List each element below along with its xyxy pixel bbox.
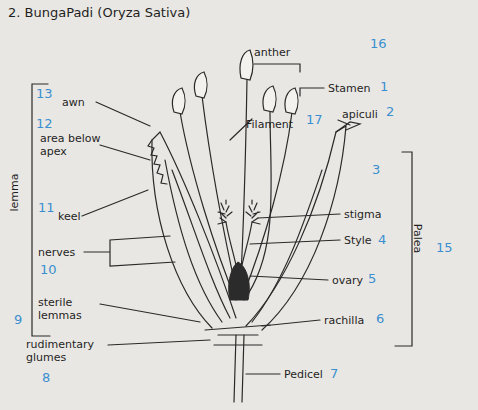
part-name: apiculi bbox=[342, 108, 378, 121]
part-name: keel bbox=[58, 210, 81, 223]
part-name: Style bbox=[344, 234, 372, 247]
diagram-title: 2. BungaPadi (Oryza Sativa) bbox=[8, 6, 190, 19]
callout-number: 9 bbox=[14, 312, 22, 327]
part-name: rudimentary glumes bbox=[26, 338, 110, 364]
callout-number: 5 bbox=[368, 271, 376, 286]
callout-number: 13 bbox=[36, 86, 53, 101]
part-name: area below apex bbox=[40, 132, 102, 158]
callout-number: 4 bbox=[378, 232, 386, 247]
callout-number: 12 bbox=[36, 116, 53, 131]
part-name: nerves bbox=[38, 246, 75, 259]
callout-number: 16 bbox=[370, 36, 387, 51]
part-name: Stamen bbox=[328, 82, 371, 95]
part-name: Pedicel bbox=[284, 368, 323, 381]
part-name: rachilla bbox=[324, 314, 364, 327]
callout-number: 3 bbox=[372, 162, 380, 177]
callout-number: 2 bbox=[386, 104, 394, 119]
part-name: ovary bbox=[332, 274, 363, 287]
part-name: sterile lemmas bbox=[38, 296, 100, 322]
callout-number: 10 bbox=[40, 262, 57, 277]
part-name: Filament bbox=[246, 118, 293, 131]
callout-number: 17 bbox=[306, 112, 323, 127]
callout-number: 7 bbox=[330, 366, 338, 381]
part-name: stigma bbox=[344, 208, 382, 221]
part-name: lemma bbox=[8, 173, 21, 211]
callout-number: 15 bbox=[436, 240, 453, 255]
callout-number: 8 bbox=[42, 370, 50, 385]
callout-number: 11 bbox=[38, 200, 55, 215]
part-name: anther bbox=[254, 46, 290, 59]
callout-number: 1 bbox=[380, 79, 388, 94]
part-name: awn bbox=[62, 96, 85, 109]
part-name: Palea bbox=[411, 223, 424, 252]
callout-number: 6 bbox=[376, 311, 384, 326]
